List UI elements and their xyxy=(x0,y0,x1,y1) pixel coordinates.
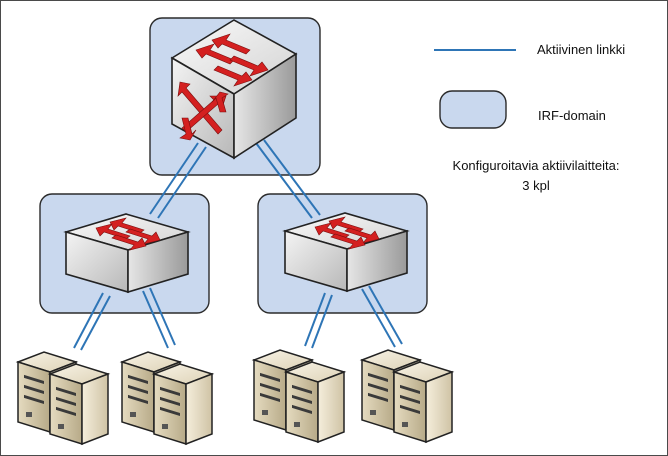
server-icon xyxy=(393,361,453,443)
legend-configurable-note: Konfiguroitavia aktiivilaitteita: 3 kpl xyxy=(436,156,636,196)
legend-configurable-label: Konfiguroitavia aktiivilaitteita: xyxy=(452,158,620,173)
legend-active-link-label: Aktiivinen linkki xyxy=(537,42,626,57)
legend-configurable-count: 3 kpl xyxy=(522,178,550,193)
server-group-3 xyxy=(253,349,345,443)
server-icon xyxy=(49,363,109,445)
legend-domain-swatch xyxy=(439,90,507,129)
legend-irf-domain-label: IRF-domain xyxy=(538,108,606,123)
server-group-4 xyxy=(361,349,453,443)
server-group-1 xyxy=(17,351,109,445)
server-group-2 xyxy=(121,351,213,445)
active-links xyxy=(73,139,403,351)
server-icon xyxy=(285,361,345,443)
core-switch-icon xyxy=(170,19,298,160)
server-icon xyxy=(153,363,213,445)
